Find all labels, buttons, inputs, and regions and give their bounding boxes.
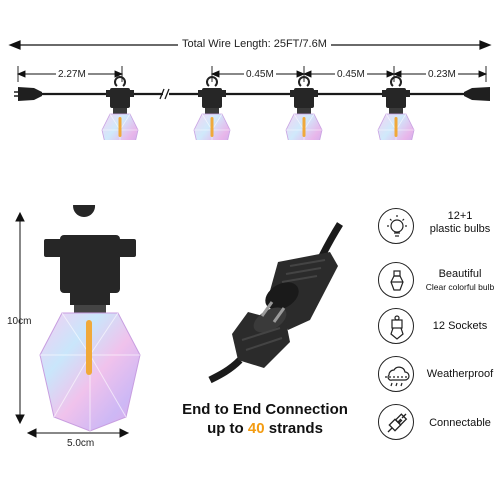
feature-bulbs: 12+1 plastic bulbs bbox=[378, 208, 500, 248]
feature-3-title: 12 Sockets bbox=[432, 320, 488, 332]
bulb-detail bbox=[15, 205, 141, 438]
strand-count: 40 bbox=[247, 420, 265, 437]
plug-connection-image bbox=[208, 222, 343, 384]
connection-suffix: strands bbox=[268, 420, 323, 437]
string-bulb bbox=[377, 76, 415, 140]
plug-icon bbox=[378, 404, 414, 440]
socket-icon bbox=[378, 308, 414, 344]
bulb-width-label: 5.0cm bbox=[67, 438, 95, 449]
connection-line2: up to 40 strands bbox=[175, 419, 355, 438]
string-bulb bbox=[193, 76, 231, 140]
feature-1-title: 12+1 bbox=[447, 210, 473, 222]
feature-5-title: Connectable bbox=[429, 417, 491, 429]
string-bulb bbox=[101, 76, 139, 140]
spacing-label-3: 0.45M bbox=[335, 69, 367, 80]
socket bbox=[44, 205, 136, 313]
bulb-height-label: 10cm bbox=[7, 316, 32, 327]
connection-line1: End to End Connection bbox=[182, 401, 348, 418]
connection-prefix: up to bbox=[207, 420, 244, 437]
feature-sockets: 12 Sockets bbox=[378, 308, 500, 348]
spacing-label-2: 0.45M bbox=[244, 69, 276, 80]
female-connector bbox=[265, 252, 338, 330]
colorful-bulb-icon bbox=[378, 262, 414, 298]
feature-4-title: Weatherproof bbox=[426, 368, 494, 380]
weatherproof-icon bbox=[378, 356, 414, 392]
spacing-label-1: 2.27M bbox=[56, 69, 88, 80]
feature-2-title: Beautiful bbox=[438, 268, 482, 280]
male-connector bbox=[232, 301, 290, 368]
string-bulb bbox=[285, 76, 323, 140]
feature-1-sub: plastic bulbs bbox=[429, 223, 491, 235]
connection-caption: End to End Connection up to 40 strands bbox=[175, 400, 355, 438]
bulb-icon bbox=[378, 208, 414, 244]
feature-2-sub: Clear colorful bulb bbox=[425, 282, 495, 292]
feature-colorful: Beautiful Clear colorful bulb bbox=[378, 262, 500, 302]
feature-connectable: Connectable bbox=[378, 404, 500, 444]
male-plug bbox=[14, 87, 42, 101]
feature-weatherproof: Weatherproof bbox=[378, 356, 500, 396]
bulb-glass bbox=[39, 312, 141, 432]
spacing-label-4: 0.23M bbox=[426, 69, 458, 80]
total-length-label: Total Wire Length: 25FT/7.6M bbox=[178, 38, 331, 50]
female-plug bbox=[464, 87, 490, 101]
